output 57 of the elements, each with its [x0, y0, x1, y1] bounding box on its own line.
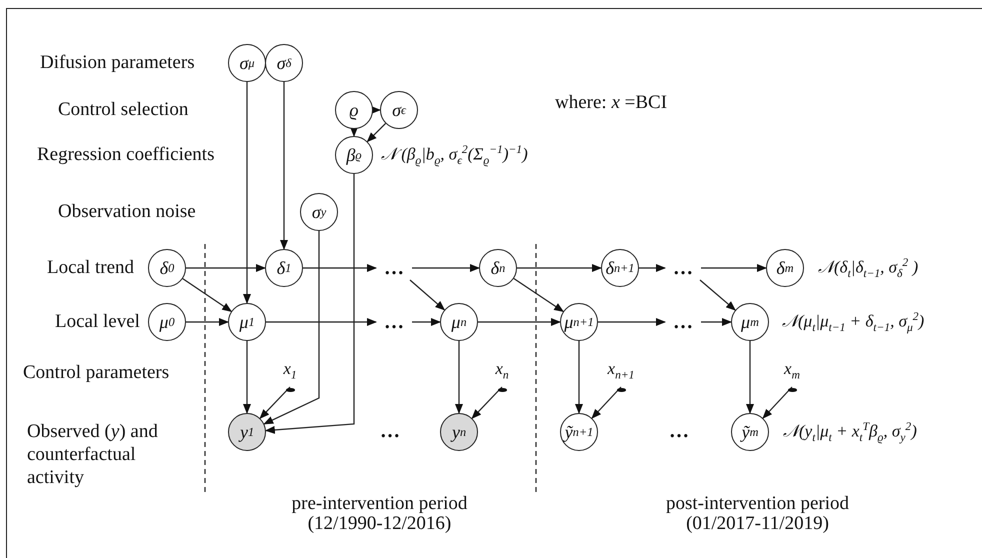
variable-label: x$_{n}$: [495, 360, 509, 384]
arrow: [701, 264, 767, 272]
variable-label: x$_{n+1}$: [608, 360, 634, 384]
distribution-formula: 𝒩(δ$_{t}$|δ$_{t−1}$, σ$_{δ}$$^{2}$ ): [818, 256, 918, 280]
arrow: [598, 318, 666, 326]
period-label: post-intervention period (01/2017-11/2019): [664, 494, 850, 534]
arrow: [701, 318, 732, 326]
arrow: [243, 82, 251, 304]
note: where: x =BCI: [555, 92, 668, 114]
arrow: [412, 318, 441, 326]
arrow: [410, 280, 446, 311]
row-label: Difusion parameters: [40, 52, 195, 74]
ellipsis: …: [669, 256, 697, 280]
arrow: [746, 341, 754, 414]
row-label: Observation noise: [58, 201, 196, 223]
ellipsis: …: [380, 310, 408, 334]
arrow: [700, 280, 736, 311]
row-label: Control parameters: [23, 362, 170, 384]
arrow: [471, 386, 502, 420]
arrow: [513, 278, 564, 312]
row-label: Local trend: [47, 257, 134, 279]
arrow: [366, 122, 386, 142]
distribution-formula: 𝒩(y$_{t}$|μ$_{t}$ + x$_{t}$$^{T}$β$_{ϱ}$, σ$_{y}$$^{2}$): [783, 420, 917, 444]
row-label: Local level: [55, 311, 140, 333]
row-label: Regression coefficients: [37, 144, 214, 166]
variable-label: x$_{m}$: [784, 360, 800, 384]
arrow: [303, 264, 377, 272]
arrow: [478, 318, 561, 326]
row-label: Observed (y) and counterfactual activity: [27, 420, 159, 489]
arrow: [186, 264, 266, 272]
period-label: pre-intervention period (12/1990-12/2016): [290, 494, 468, 534]
arrow: [455, 341, 463, 414]
ellipsis: …: [669, 420, 689, 442]
arrow: [266, 318, 377, 326]
variable-circle: ϱ: [335, 91, 373, 129]
arrow: [762, 386, 792, 419]
arrow: [639, 264, 666, 272]
ellipsis: …: [669, 310, 697, 334]
arrow: [182, 278, 232, 312]
arrow: [186, 318, 229, 326]
arrow: [280, 82, 288, 250]
arrow: [517, 264, 602, 272]
row-label: Control selection: [58, 99, 188, 121]
variable-label: x$_{1}$: [283, 360, 297, 384]
distribution-formula: 𝒩 (β$_{ϱ}$|b$_{ϱ}$, σ$_{ϵ}$$^{2}$(Σ$_{ϱ}$$^{−1}$)$^{−1}$): [381, 143, 528, 168]
arrow: [264, 174, 355, 434]
arrow: [350, 127, 358, 137]
ellipsis: …: [380, 256, 408, 280]
arrow: [591, 386, 622, 419]
arrow: [371, 106, 381, 114]
distribution-formula: 𝒩(μ$_{t}$|μ$_{t−1}$ + δ$_{t−1}$, σ$_{μ}$$^{2}$): [782, 310, 924, 334]
arrow: [259, 386, 290, 420]
ellipsis: …: [380, 420, 400, 442]
arrow: [263, 231, 320, 424]
arrow: [575, 341, 583, 414]
arrow: [412, 264, 480, 272]
arrow: [243, 341, 251, 414]
